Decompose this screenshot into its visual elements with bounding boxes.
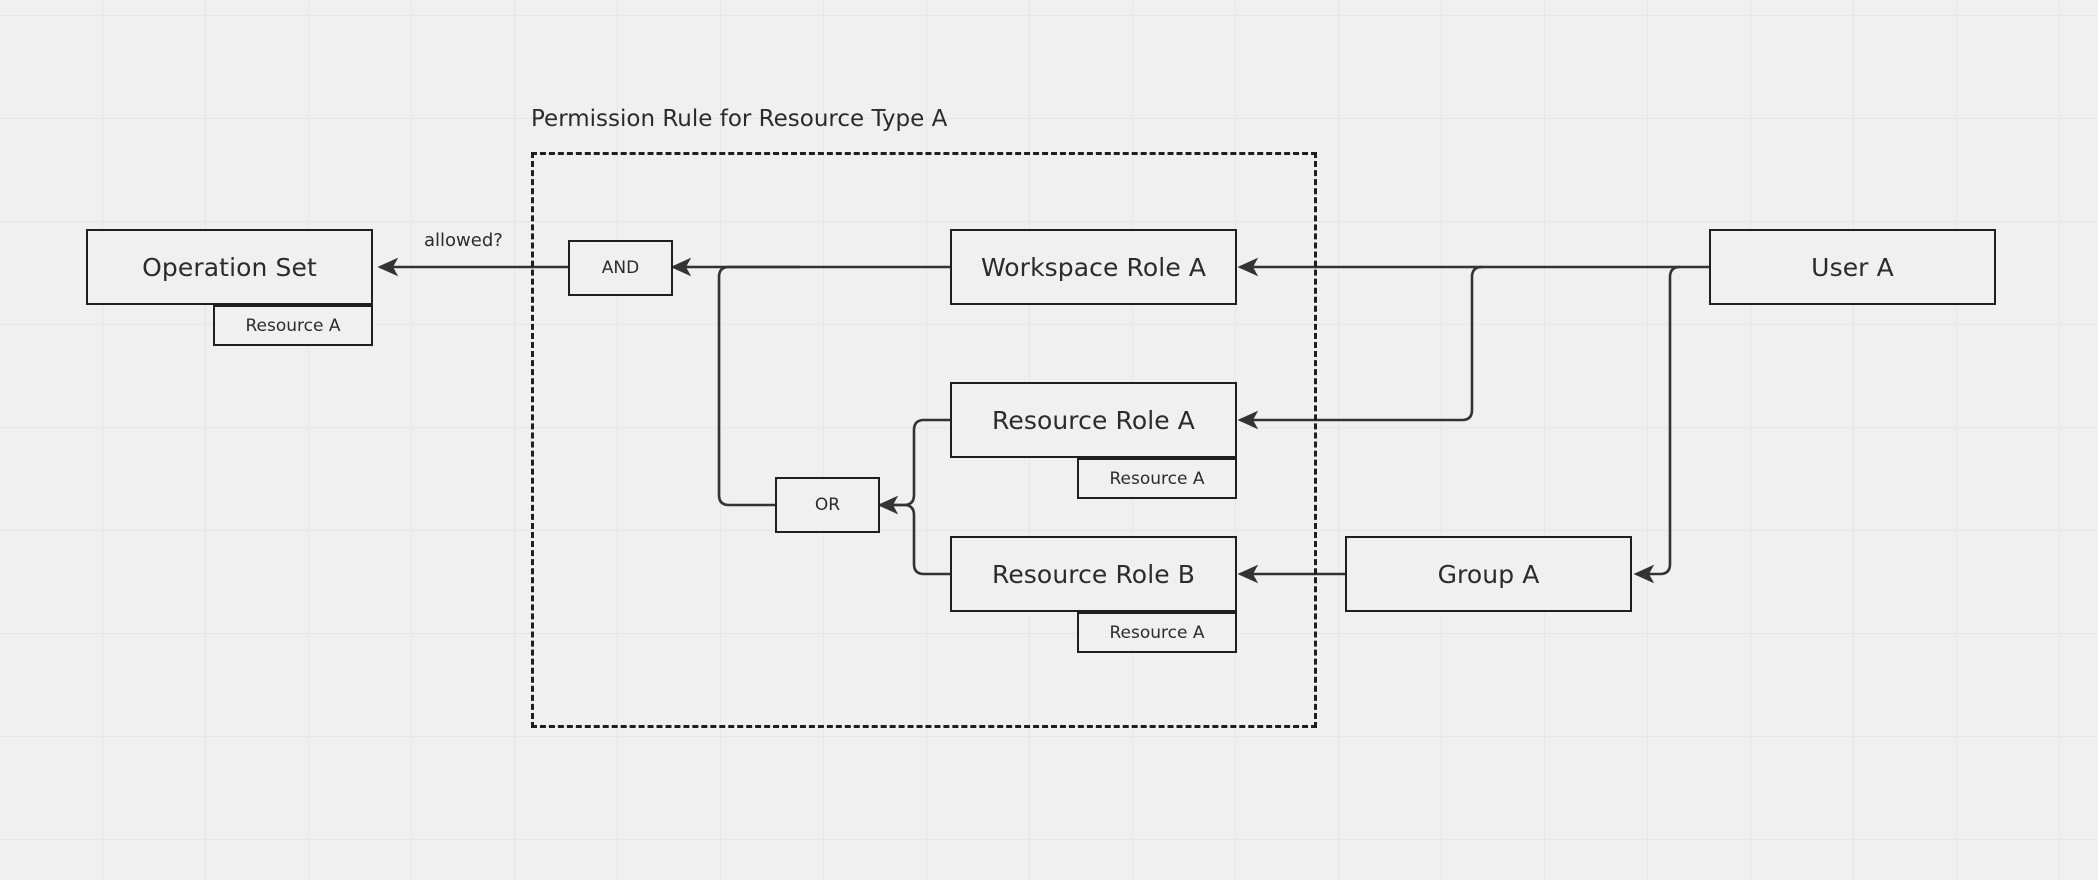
node-resource-role-a[interactable]: Resource Role A [950,382,1237,458]
gate-and[interactable]: AND [568,240,673,296]
edge-user-to-group [1633,265,1681,584]
node-resource-role-b-resource-tag[interactable]: Resource A [1077,612,1237,653]
node-workspace-role-a[interactable]: Workspace Role A [950,229,1237,305]
node-resource-role-a-resource-tag[interactable]: Resource A [1077,458,1237,499]
gate-or[interactable]: OR [775,477,880,533]
node-operation-set-resource-tag[interactable]: Resource A [213,305,373,346]
node-operation-set[interactable]: Operation Set [86,229,373,305]
permission-rule-title: Permission Rule for Resource Type A [531,106,948,132]
node-resource-role-b[interactable]: Resource Role B [950,536,1237,612]
node-user-a[interactable]: User A [1709,229,1996,305]
node-group-a[interactable]: Group A [1345,536,1632,612]
edge-label-allowed: allowed? [424,230,503,251]
permission-rule-boundary [531,152,1317,728]
